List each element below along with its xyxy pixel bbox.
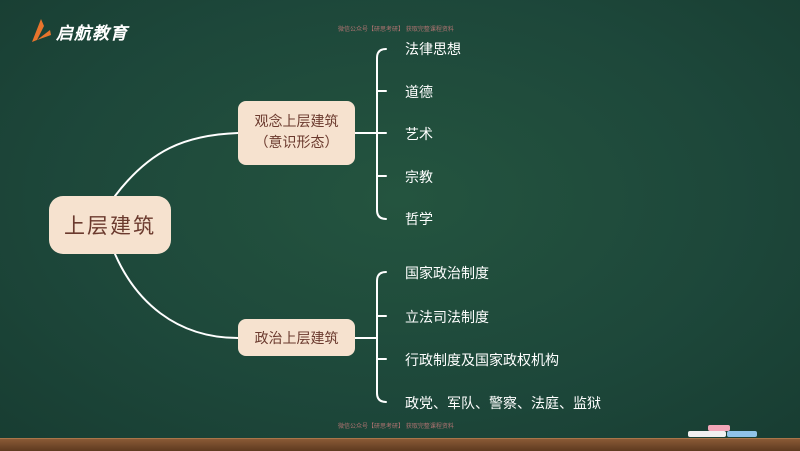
leaf-node: 行政制度及国家政权机构	[405, 353, 559, 369]
leaf-node: 宗教	[405, 170, 433, 186]
logo: 启航教育	[30, 18, 128, 44]
branch-node-ideological: 观念上层建筑 （意识形态）	[238, 101, 355, 165]
branch1-ticks	[376, 90, 387, 177]
chalk-pink	[708, 425, 730, 431]
leaf-node: 国家政治制度	[405, 266, 489, 282]
branch-node-line1: 观念上层建筑	[254, 114, 339, 130]
logo-text: 启航教育	[56, 23, 128, 44]
leaf-node: 政党、军队、警察、法庭、监狱	[405, 396, 601, 412]
leaf-node: 立法司法制度	[405, 310, 489, 326]
branch-node-line2: （意识形态）	[254, 135, 339, 151]
leaf-node: 哲学	[405, 212, 433, 228]
chalk-blue	[727, 431, 757, 437]
watermark-top: 微信公众号【研思考研】 获取完整课程资料	[338, 26, 454, 33]
leaf-node: 艺术	[405, 127, 433, 143]
root-node: 上层建筑	[49, 196, 171, 254]
branch2-ticks	[376, 315, 387, 360]
logo-arrow-icon	[32, 19, 51, 42]
branch-node-political: 政治上层建筑	[238, 319, 355, 356]
watermark-bottom: 微信公众号【研思考研】 获取完整课程资料	[338, 423, 454, 430]
leaf-node: 道德	[405, 85, 433, 101]
chalk-white	[688, 431, 726, 437]
branch2-bracket	[376, 271, 387, 403]
leaf-node: 法律思想	[405, 42, 461, 58]
root-to-branch2-line	[114, 253, 239, 339]
chalk-ledge	[0, 438, 800, 451]
root-to-branch1-line	[114, 132, 239, 197]
